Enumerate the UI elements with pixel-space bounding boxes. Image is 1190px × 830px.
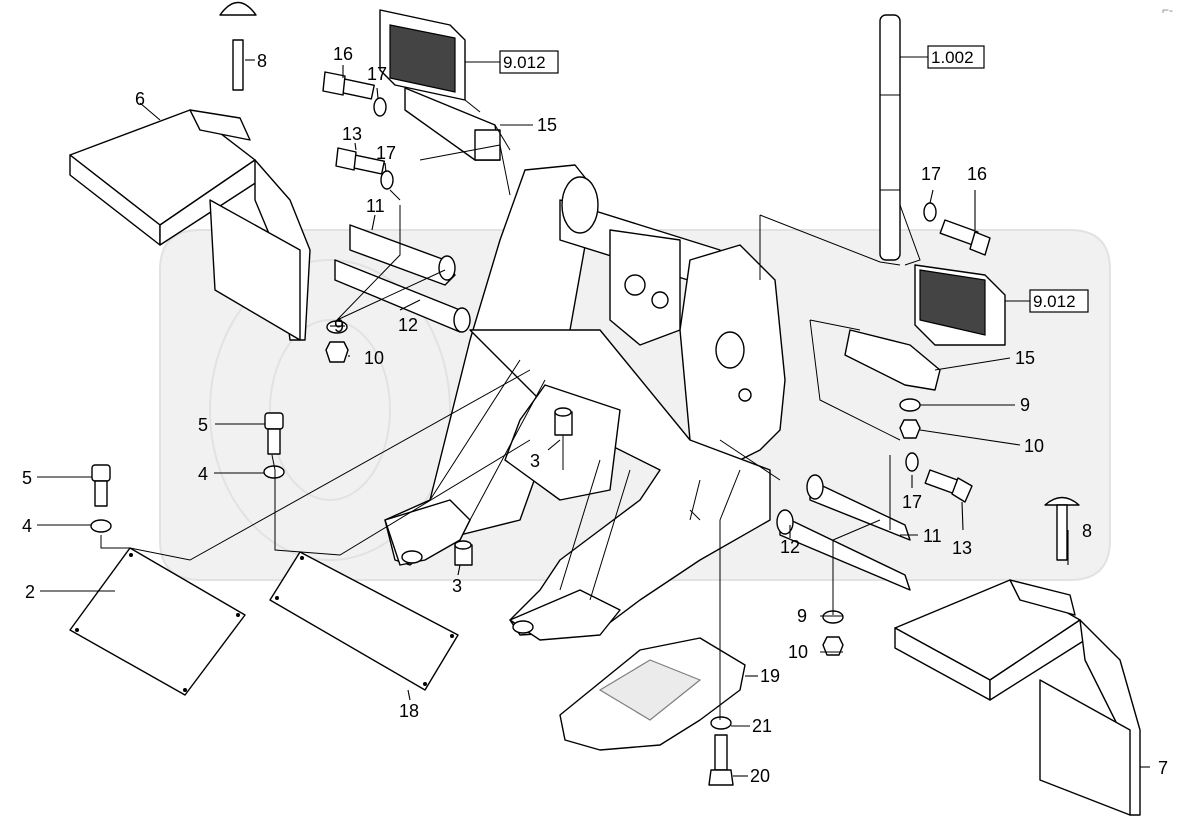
label-part-6: 6 bbox=[135, 89, 145, 109]
fender-right bbox=[894, 579, 1141, 816]
label-part-4b: 4 bbox=[22, 516, 32, 536]
plate-19 bbox=[559, 637, 746, 751]
label-part-11a: 11 bbox=[366, 196, 385, 216]
plate-18 bbox=[269, 551, 459, 691]
toolbox-top bbox=[379, 9, 466, 101]
svg-text:9.012: 9.012 bbox=[1033, 292, 1076, 311]
label-part-17b: 17 bbox=[376, 143, 396, 163]
label-part-16a: 16 bbox=[333, 44, 353, 64]
fasteners bbox=[90, 1, 1080, 786]
toolbox-right bbox=[914, 264, 1006, 346]
label-part-9a: 9 bbox=[334, 316, 344, 336]
label-part-3b: 3 bbox=[452, 576, 462, 596]
svg-text:1.002: 1.002 bbox=[931, 48, 974, 67]
leader-lines bbox=[37, 56, 1150, 777]
rods-right bbox=[776, 474, 911, 591]
label-part-2: 2 bbox=[25, 582, 35, 602]
part-labels: 2 3 3 4 4 5 5 6 7 8 8 9 9 9 10 10 10 11 … bbox=[22, 44, 1168, 786]
label-part-8b: 8 bbox=[1082, 521, 1092, 541]
label-part-17c: 17 bbox=[921, 164, 941, 184]
label-part-17d: 17 bbox=[902, 492, 922, 512]
label-part-15b: 15 bbox=[1015, 348, 1035, 368]
label-part-3a: 3 bbox=[530, 451, 540, 471]
label-part-21: 21 bbox=[752, 716, 772, 736]
ref-box-9012-top[interactable]: 9.012 bbox=[499, 50, 559, 74]
label-part-12a: 12 bbox=[398, 315, 418, 335]
label-part-18: 18 bbox=[399, 701, 419, 721]
label-part-20: 20 bbox=[750, 766, 770, 786]
label-part-13b: 13 bbox=[952, 538, 972, 558]
bracket-15-top bbox=[404, 87, 501, 161]
label-part-7: 7 bbox=[1158, 758, 1168, 778]
label-part-9c: 9 bbox=[797, 606, 807, 626]
label-part-16b: 16 bbox=[967, 164, 987, 184]
assembly-lines bbox=[100, 99, 921, 720]
label-part-4a: 4 bbox=[198, 464, 208, 484]
label-part-8a: 8 bbox=[257, 51, 267, 71]
svg-text:9.012: 9.012 bbox=[503, 53, 546, 72]
label-part-10c: 10 bbox=[788, 642, 808, 662]
label-part-9b: 9 bbox=[1020, 395, 1030, 415]
rods-left bbox=[334, 224, 471, 333]
label-part-10b: 10 bbox=[1024, 436, 1044, 456]
label-part-11b: 11 bbox=[923, 526, 942, 546]
label-part-13a: 13 bbox=[342, 124, 362, 144]
bracket-15-right bbox=[844, 329, 941, 391]
label-part-10a: 10 bbox=[364, 348, 384, 368]
label-part-17a: 17 bbox=[367, 64, 387, 84]
label-part-19: 19 bbox=[760, 666, 780, 686]
label-part-5a: 5 bbox=[198, 415, 208, 435]
label-part-12b: 12 bbox=[780, 537, 800, 557]
plate-2 bbox=[69, 547, 246, 696]
fender-left bbox=[69, 109, 311, 341]
corner-mark: ⌐- bbox=[1162, 3, 1173, 17]
label-part-5b: 5 bbox=[22, 468, 32, 488]
ref-box-9012-right[interactable]: 9.012 bbox=[1029, 289, 1089, 313]
label-part-15a: 15 bbox=[537, 115, 557, 135]
ref-box-1002[interactable]: 1.002 bbox=[927, 45, 985, 69]
pivot-pin bbox=[879, 14, 901, 261]
main-frame bbox=[384, 164, 786, 641]
